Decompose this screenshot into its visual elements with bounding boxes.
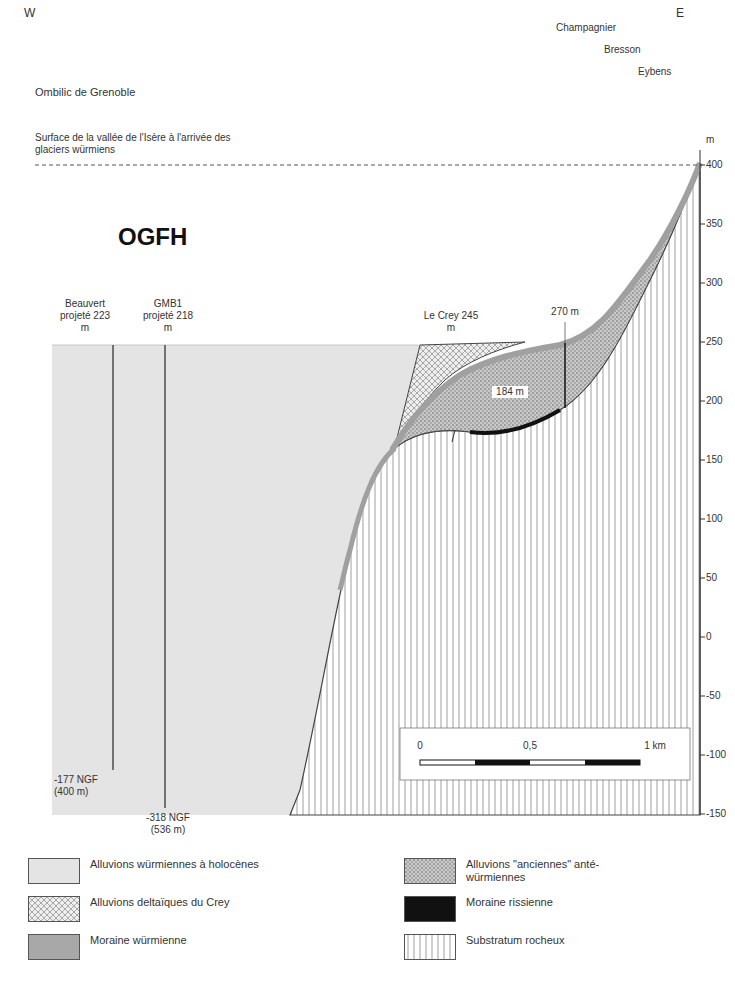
elevation-label: 270 m bbox=[540, 306, 590, 318]
axis-tick bbox=[700, 814, 705, 815]
axis-tick bbox=[700, 283, 705, 284]
place-name: Champagnier bbox=[556, 22, 656, 34]
axis-label: -100 bbox=[706, 749, 734, 761]
surface-note: Surface de la vallée de l'Isère à l'arri… bbox=[35, 132, 235, 156]
legend-text: Alluvions "anciennes" anté-würmiennes bbox=[466, 858, 636, 884]
axis-tick bbox=[700, 637, 705, 638]
axis-label: -50 bbox=[706, 690, 734, 702]
scale-bar bbox=[420, 760, 640, 765]
borehole bbox=[164, 345, 165, 808]
pattern-sample bbox=[405, 935, 455, 959]
axis-tick bbox=[700, 342, 705, 343]
pattern-sample bbox=[29, 897, 79, 921]
axis-label: -150 bbox=[706, 808, 734, 820]
axis-unit: m bbox=[706, 134, 728, 146]
scale-label: 1 km bbox=[630, 740, 680, 752]
axis-ticks bbox=[700, 165, 705, 814]
alluvium-top bbox=[52, 345, 420, 346]
axis-tick bbox=[700, 755, 705, 756]
legend-text: Moraine rissienne bbox=[466, 896, 636, 909]
axis-label: 350 bbox=[706, 218, 734, 230]
legend-swatch bbox=[404, 896, 456, 922]
axis-tick bbox=[700, 519, 705, 520]
axis-label: 300 bbox=[706, 277, 734, 289]
axis-tick bbox=[700, 460, 705, 461]
scale-box bbox=[400, 728, 690, 780]
scale-label: 0 bbox=[405, 740, 435, 752]
axis-label: 250 bbox=[706, 336, 734, 348]
borehole-label: Beauvert projeté 223 m bbox=[58, 298, 112, 334]
leader-line bbox=[565, 322, 566, 343]
wurm-moraine bbox=[392, 163, 700, 450]
depth-label: -318 NGF (536 m) bbox=[140, 812, 196, 836]
borehole-label: GMB1 projeté 218 m bbox=[141, 298, 195, 334]
axis-tick bbox=[700, 578, 705, 579]
legend-swatch bbox=[28, 858, 80, 884]
scale-label: 0,5 bbox=[512, 740, 548, 752]
lens-mark bbox=[452, 430, 455, 442]
basin-name: Ombilic de Grenoble bbox=[35, 86, 235, 99]
axis-tick bbox=[700, 165, 705, 166]
pattern-sample bbox=[405, 859, 455, 883]
legend-text: Alluvions würmiennes à holocènes bbox=[90, 858, 260, 871]
axis-tick bbox=[700, 696, 705, 697]
elevation-label: Le Crey 245 m bbox=[420, 310, 482, 334]
axis-label: 50 bbox=[706, 572, 734, 584]
compass-label: E bbox=[676, 6, 696, 20]
compass-label: W bbox=[24, 6, 44, 20]
site-code: OGFH bbox=[118, 222, 208, 251]
place-name: Eybens bbox=[638, 66, 698, 78]
riss-moraine bbox=[470, 410, 560, 433]
legend-swatch bbox=[404, 934, 456, 960]
legend-text: Moraine würmienne bbox=[90, 934, 260, 947]
section-line bbox=[564, 343, 566, 408]
legend-swatch bbox=[404, 858, 456, 884]
axis-line bbox=[700, 150, 701, 815]
axis-label: 0 bbox=[706, 631, 734, 643]
wurm-moraine-slope bbox=[340, 448, 395, 590]
scale-bar bbox=[475, 760, 530, 765]
legend-text: Substratum rocheux bbox=[466, 934, 636, 947]
legend-text: Alluvions deltaïques du Crey bbox=[90, 896, 260, 909]
axis-tick bbox=[700, 401, 705, 402]
bedrock bbox=[290, 163, 700, 815]
elevation-label: 184 m bbox=[492, 386, 528, 398]
axis-label: 200 bbox=[706, 395, 734, 407]
legend-swatch bbox=[28, 934, 80, 960]
axis-label: 400 bbox=[706, 159, 734, 171]
axis-tick bbox=[700, 224, 705, 225]
place-name: Bresson bbox=[604, 44, 684, 56]
legend-swatch bbox=[28, 896, 80, 922]
valley-surface-line bbox=[35, 165, 698, 166]
axis-label: 150 bbox=[706, 454, 734, 466]
ancient-alluvium bbox=[392, 163, 700, 450]
borehole bbox=[112, 345, 113, 770]
geology bbox=[35, 150, 705, 815]
scale-bar bbox=[585, 760, 640, 765]
axis-label: 100 bbox=[706, 513, 734, 525]
depth-label: -177 NGF (400 m) bbox=[54, 774, 110, 798]
